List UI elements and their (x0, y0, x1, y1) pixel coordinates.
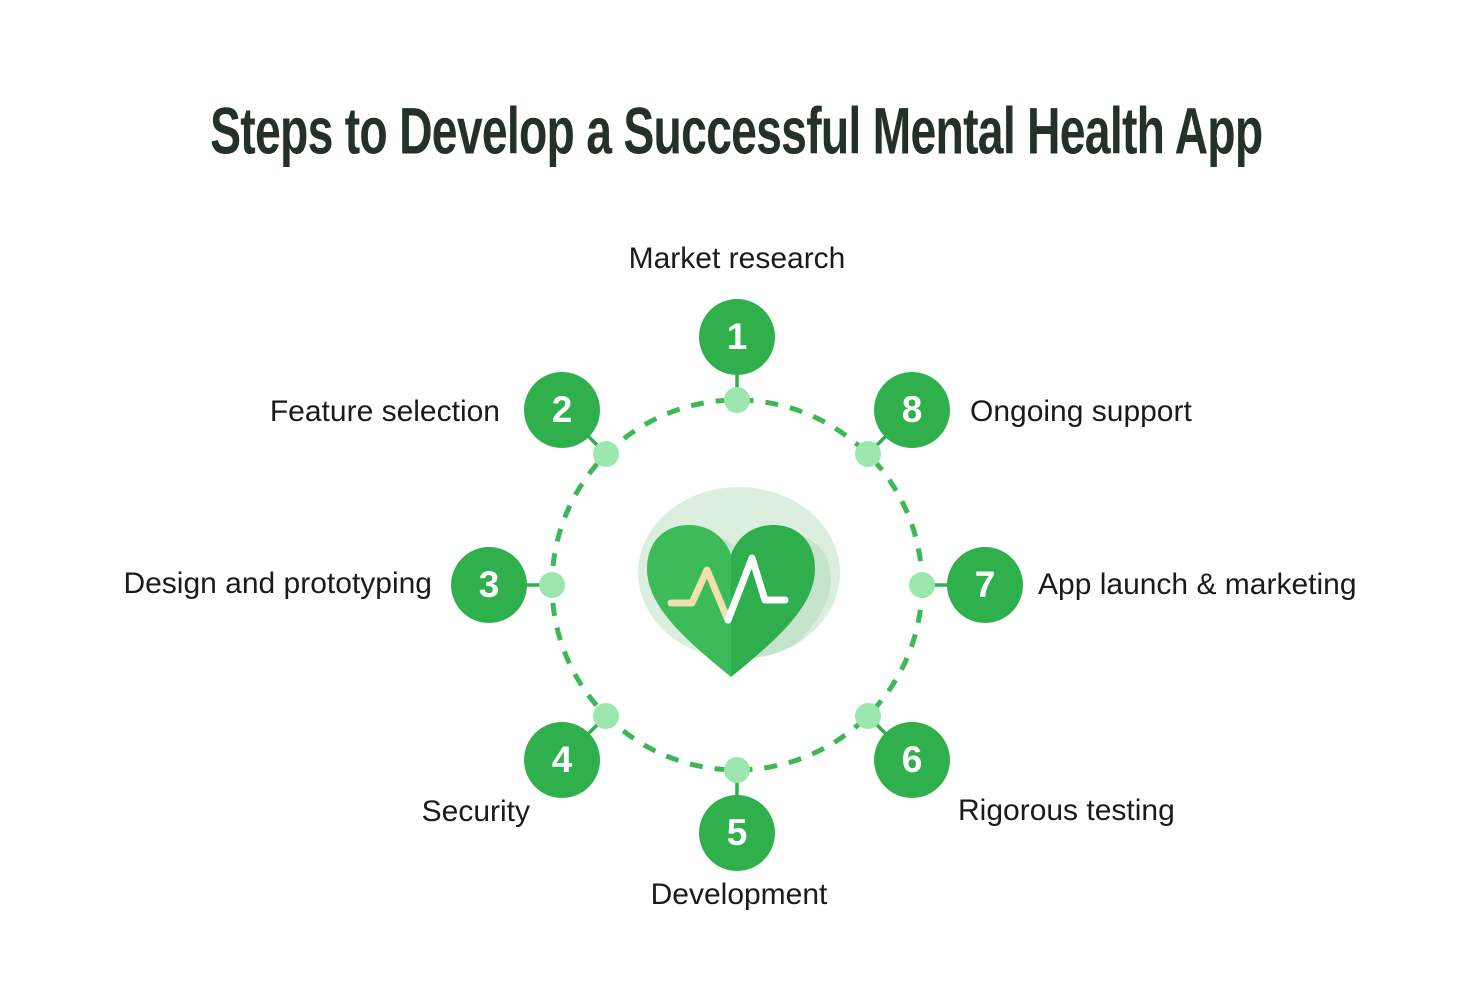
step-number-5: 5 (726, 812, 748, 853)
step-circle-2: 2 (524, 372, 600, 448)
ring-dot-2 (593, 441, 619, 467)
ring-dot-6 (855, 703, 881, 729)
step-label-design-and-prototyping: Design and prototyping (123, 567, 432, 600)
title-row: Steps to Develop a Successful Mental Hea… (0, 94, 1472, 168)
step-circle-8: 8 (874, 372, 950, 448)
ring-dot-8 (855, 441, 881, 467)
step-circle-3: 3 (451, 547, 527, 623)
step-label-app-launch-marketing: App launch & marketing (1038, 568, 1357, 601)
ring-dot-4 (593, 703, 619, 729)
ring-dot-7 (909, 572, 935, 598)
step-number-3: 3 (478, 564, 500, 605)
step-label-development: Development (650, 878, 828, 911)
heart-pulse-icon (638, 487, 840, 677)
step-circle-5: 5 (699, 795, 775, 871)
step-circle-4: 4 (524, 722, 600, 798)
step-number-1: 1 (726, 316, 748, 357)
step-number-6: 6 (901, 739, 923, 780)
step-number-2: 2 (551, 389, 573, 430)
step-circle-1: 1 (699, 299, 775, 375)
ring-dot-3 (539, 572, 565, 598)
step-number-8: 8 (901, 389, 923, 430)
step-label-feature-selection: Feature selection (269, 395, 500, 428)
ring-dot-1 (724, 387, 750, 413)
step-circle-7: 7 (947, 547, 1023, 623)
pulse-line-left (667, 566, 732, 624)
step-label-ongoing-support: Ongoing support (970, 395, 1192, 428)
step-circle-6: 6 (874, 722, 950, 798)
page-title: Steps to Develop a Successful Mental Hea… (209, 94, 1263, 168)
step-number-7: 7 (974, 564, 996, 605)
step-label-market-research: Market research (628, 242, 846, 275)
step-label-security: Security (421, 795, 530, 828)
step-number-4: 4 (551, 739, 573, 780)
step-label-rigorous-testing: Rigorous testing (958, 794, 1175, 827)
pulse-line-right (724, 554, 789, 624)
ring-dot-5 (724, 757, 750, 783)
ring-dots (539, 387, 935, 783)
